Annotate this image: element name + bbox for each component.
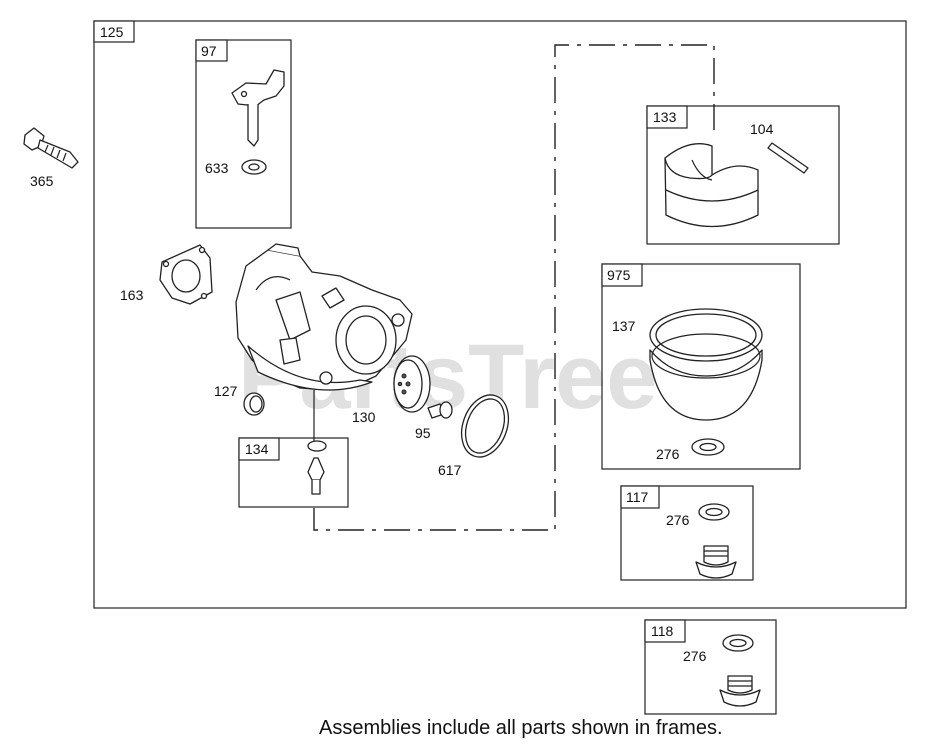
frame-97[interactable]: 97 [195, 39, 292, 229]
frame-134[interactable]: 134 [238, 437, 349, 508]
gasket-part-163[interactable] [159, 244, 213, 305]
choke-plate-part-130[interactable] [393, 355, 431, 413]
callout-365: 365 [30, 173, 54, 189]
callout-137: 137 [612, 318, 636, 334]
washer-part-276-118[interactable] [722, 634, 754, 652]
frame-117[interactable]: 117 [620, 485, 754, 581]
callout-633: 633 [205, 160, 229, 176]
pin-part-104[interactable] [767, 142, 809, 174]
frame-133[interactable]: 133 [646, 105, 840, 245]
callout-163: 163 [120, 287, 144, 303]
bolt-part-365[interactable] [23, 127, 79, 169]
frame-label-117: 117 [626, 489, 649, 505]
callout-104: 104 [750, 121, 774, 137]
callout-127: 127 [214, 383, 238, 399]
callout-95: 95 [415, 425, 431, 441]
float-bowl-part-975[interactable] [649, 308, 763, 421]
float-part-133[interactable] [664, 143, 759, 228]
bowl-nut-part-118[interactable] [719, 675, 761, 707]
callout-276-bowl: 276 [656, 446, 680, 462]
o-ring-part-617[interactable] [453, 388, 516, 463]
screw-part-95[interactable] [427, 401, 453, 419]
washer-part-276-bowl[interactable] [691, 438, 725, 456]
callout-130: 130 [352, 409, 376, 425]
frame-118[interactable]: 118 [644, 619, 777, 715]
plug-part-127[interactable] [243, 392, 265, 416]
frame-label-97: 97 [201, 43, 217, 59]
frame-label-118: 118 [651, 623, 674, 639]
seal-part-633[interactable] [241, 159, 267, 175]
needle-valve-part-134[interactable] [307, 440, 327, 495]
frame-label-125: 125 [100, 24, 124, 40]
frame-label-134: 134 [245, 441, 269, 457]
callout-276-117: 276 [666, 512, 690, 528]
frame-125[interactable]: 125 [93, 20, 907, 609]
callout-276-118: 276 [683, 648, 707, 664]
bowl-nut-part-117[interactable] [695, 545, 737, 579]
frame-975[interactable]: 975 [601, 263, 801, 470]
caption: Assemblies include all parts shown in fr… [319, 717, 723, 739]
frame-label-133: 133 [653, 109, 677, 125]
throttle-shaft-part[interactable] [231, 69, 285, 147]
washer-part-276-117[interactable] [698, 503, 730, 521]
callout-617: 617 [438, 462, 462, 478]
carburetor-body[interactable] [235, 243, 413, 391]
connection-lines [313, 44, 715, 531]
frame-label-975: 975 [607, 267, 631, 283]
